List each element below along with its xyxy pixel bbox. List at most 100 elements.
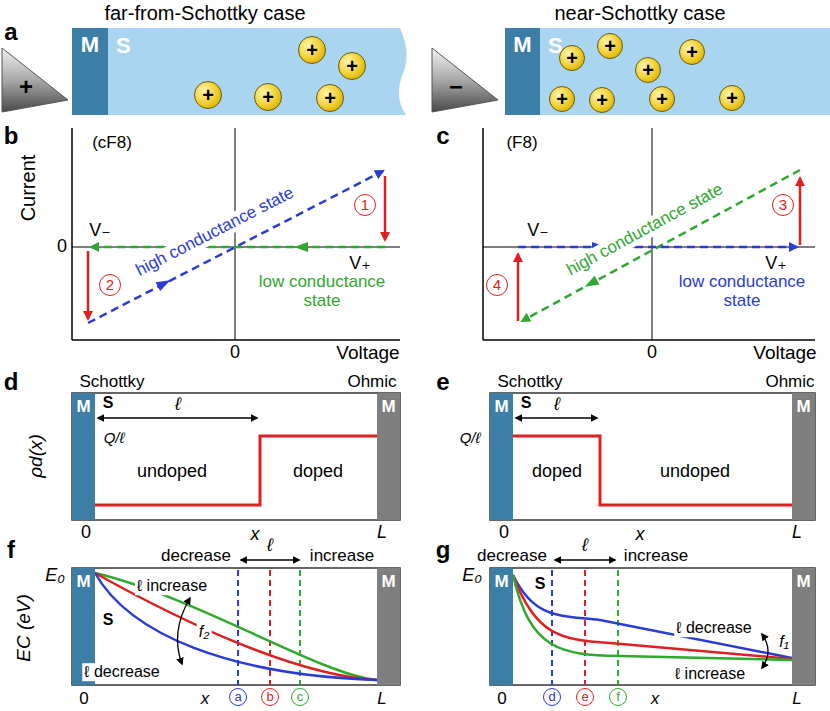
figure-label: 0 xyxy=(497,690,506,709)
figure-label: ℓ xyxy=(175,395,181,415)
figure-label: increase xyxy=(624,547,688,566)
ion-charge: + xyxy=(656,88,668,110)
figure-label: ℓ xyxy=(554,395,560,415)
figure-label: Ohmic xyxy=(347,373,396,392)
metal-contact: M xyxy=(490,568,513,685)
figure-label: E₀ xyxy=(462,566,482,586)
semiconductor-region: S++++++++ xyxy=(540,28,830,115)
panel-b-curves-part xyxy=(384,176,387,240)
figure-label: V₋ xyxy=(89,221,111,241)
figure-label: S xyxy=(103,394,114,412)
figure-label: increase xyxy=(310,547,374,566)
probe-tip: + xyxy=(0,46,70,114)
ion-charge: + xyxy=(642,59,654,81)
metal-label: M xyxy=(76,573,90,592)
ion-charge: + xyxy=(262,86,274,108)
panel-b-curves-part xyxy=(294,242,308,252)
figure-label: near-Schottky case xyxy=(554,2,725,24)
figure-label: L xyxy=(792,690,801,709)
axis-label: high conductance state xyxy=(131,183,299,282)
donor-ion: + xyxy=(559,45,585,71)
panel-b-axes-part xyxy=(71,128,73,340)
figure-label: Voltage xyxy=(753,343,816,364)
donor-ion: + xyxy=(549,86,575,112)
callout-circle: 3 xyxy=(772,194,794,216)
panel-c-curves-part xyxy=(517,254,520,321)
panel-f-bands xyxy=(72,560,400,685)
figure-label: 0 xyxy=(499,523,509,543)
panel-d-profile-part xyxy=(98,417,257,418)
panel-e-profile-part xyxy=(490,393,815,520)
ion-charge: + xyxy=(306,39,318,61)
figure-label: L xyxy=(377,690,386,709)
figure-label: x xyxy=(651,690,660,709)
figure-label: f₁ xyxy=(779,633,789,651)
figure-label: g xyxy=(436,537,451,563)
tip-sign: + xyxy=(19,74,33,100)
semiconductor-fill xyxy=(108,28,407,115)
figure-label: 0 xyxy=(647,343,657,363)
callout-number: e xyxy=(581,690,588,704)
callout-number: 4 xyxy=(493,277,501,294)
panel-c-axes-part xyxy=(483,339,815,341)
axis-label: Current xyxy=(17,155,39,222)
panel-b-axes-part xyxy=(72,339,400,341)
figure-label: a xyxy=(4,19,17,45)
figure-label: S xyxy=(535,575,546,593)
figure-label: Schottky xyxy=(79,373,144,392)
panel-g-bands-part xyxy=(513,575,792,659)
ion-charge: + xyxy=(686,41,698,63)
panel-e-profile-part xyxy=(513,436,792,505)
panel-c-curves-part xyxy=(582,276,599,291)
figure-label: ℓ xyxy=(582,536,588,556)
callout-circle: a xyxy=(229,688,247,706)
callout-circle: f xyxy=(609,688,627,706)
figure-label: ℓ increase xyxy=(673,665,747,683)
donor-ion: + xyxy=(194,81,222,109)
figure-label: (cF8) xyxy=(92,134,132,153)
ohmic-metal-contact: M xyxy=(792,393,815,520)
ion-charge: + xyxy=(346,55,358,77)
probe-tip: − xyxy=(430,46,500,114)
metal-contact: M xyxy=(72,28,108,115)
panel-g-bands-part xyxy=(513,575,792,660)
figure-label: 0 xyxy=(230,343,240,363)
probe-tip-shape xyxy=(430,46,500,114)
metal-label: M xyxy=(381,573,395,592)
figure-label: ℓ decrease xyxy=(674,619,753,637)
callout-number: f xyxy=(616,690,620,704)
figure-label: 0 xyxy=(81,523,91,543)
ion-charge: + xyxy=(556,88,568,110)
metal-label: M xyxy=(513,33,531,57)
panel-b-axes-part xyxy=(72,247,400,248)
axis-label: EC (eV) xyxy=(14,594,35,662)
panel-f-bands-part xyxy=(241,559,299,560)
panel-f-bands-part xyxy=(299,570,301,685)
callout-number: b xyxy=(266,690,273,704)
donor-ion: + xyxy=(679,39,705,65)
figure-label: d xyxy=(4,369,19,395)
panel-c-curves-part xyxy=(799,178,802,245)
callout-number: a xyxy=(234,690,241,704)
figure-label: Q/ℓ xyxy=(460,430,481,447)
figure-label: Q/ℓ xyxy=(104,430,125,447)
panel-f-bands-part xyxy=(72,568,400,685)
panel-d-profile-part xyxy=(95,436,377,505)
callout-circle: e xyxy=(576,688,594,706)
metal-label: M xyxy=(796,573,810,592)
callout-number: c xyxy=(297,690,304,704)
figure-label: S xyxy=(101,611,116,629)
ion-charge: + xyxy=(324,87,336,109)
figure-label: undoped xyxy=(137,462,207,482)
figure-label: V₊ xyxy=(349,254,371,274)
callout-circle: 4 xyxy=(486,274,508,296)
ohmic-metal-contact: M xyxy=(377,393,400,520)
metal-contact: M xyxy=(490,393,513,520)
metal-contact: M xyxy=(505,28,540,115)
figure-label: b xyxy=(4,123,19,149)
callout-number: 1 xyxy=(361,197,369,214)
semiconductor-region: S+++++ xyxy=(108,28,410,115)
figure-label: decrease xyxy=(477,547,547,566)
panel-d-profile xyxy=(72,393,400,520)
